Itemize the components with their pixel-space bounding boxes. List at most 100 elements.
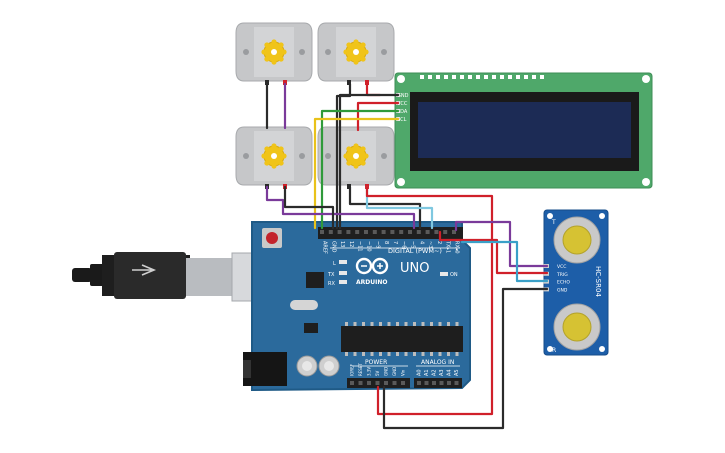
lcd-pin — [420, 75, 424, 79]
digital-pin[interactable] — [328, 230, 333, 234]
digital-pin[interactable] — [346, 230, 351, 234]
wire-lcd-sda — [320, 109, 400, 230]
digital-pin-label: 4 — [418, 241, 424, 244]
wire-lcd-gnd — [338, 93, 400, 230]
digital-pin[interactable] — [320, 230, 324, 234]
digital-pin[interactable] — [443, 230, 448, 234]
analog-pin[interactable] — [424, 381, 429, 385]
motor-terminal-negative[interactable] — [265, 80, 269, 85]
power-pin-label: 3.3V — [367, 367, 372, 376]
on-led-label: ON — [450, 272, 458, 278]
digital-pin-label: RX◂0 — [454, 241, 460, 254]
motor-bottom-left — [235, 126, 313, 189]
rx-led — [339, 280, 347, 284]
lcd-pin-label: GND — [397, 93, 409, 99]
motor-terminal-positive[interactable] — [283, 80, 287, 85]
lcd-pin — [508, 75, 512, 79]
power-pin[interactable] — [358, 381, 363, 385]
arduino-logo-icon — [355, 257, 389, 275]
l-led — [339, 260, 347, 264]
digital-pin-label: ~11 — [357, 241, 363, 252]
wire-br-black — [348, 185, 422, 230]
motor-terminal-negative[interactable] — [347, 80, 351, 85]
analog-pin[interactable] — [417, 381, 421, 385]
crystal — [290, 300, 318, 310]
wire-echo — [460, 240, 549, 283]
power-pin[interactable] — [401, 381, 405, 385]
digital-pin[interactable] — [372, 230, 377, 234]
digital-pin[interactable] — [364, 230, 368, 234]
wire-5v-red — [365, 185, 494, 416]
motor-terminal-negative[interactable] — [347, 184, 351, 189]
digital-pin-label: AREF — [322, 241, 328, 254]
wire-tr-red — [365, 82, 382, 97]
digital-pin[interactable] — [399, 230, 404, 234]
digital-pin[interactable] — [452, 230, 456, 234]
power-pin-label: GND — [384, 367, 389, 376]
wire-bl-purple — [265, 185, 416, 230]
analog-label: ANALOG IN — [421, 359, 454, 366]
digital-pin-label: GND — [330, 241, 336, 253]
tx-led-label: TX — [327, 272, 335, 278]
digital-pin[interactable] — [425, 230, 430, 234]
wire-lcd-vcc — [356, 101, 400, 132]
power-pin[interactable] — [392, 381, 397, 385]
digital-pin[interactable] — [381, 230, 386, 234]
lcd-pin — [460, 75, 464, 79]
l-led-label: L — [333, 261, 336, 267]
lcd-pin — [452, 75, 456, 79]
on-led — [440, 272, 448, 276]
power-pin[interactable] — [375, 381, 380, 385]
power-pin-label: RESET — [358, 363, 363, 376]
transmitter — [553, 216, 601, 264]
digital-pin-label: ~3 — [427, 241, 433, 248]
digital-pin-label: 12 — [348, 241, 354, 247]
analog-pin[interactable] — [432, 381, 436, 385]
sensor-pin-label: GND — [557, 287, 568, 293]
wires — [265, 82, 549, 430]
analog-pin[interactable] — [454, 381, 459, 385]
digital-pin[interactable] — [337, 230, 342, 234]
board-model: UNO — [400, 261, 429, 276]
lcd-pin — [500, 75, 504, 79]
lcd-pin — [492, 75, 496, 79]
digital-pin[interactable] — [416, 230, 421, 234]
digital-pin[interactable] — [408, 230, 412, 234]
power-pin[interactable] — [350, 381, 354, 385]
motor-terminal-positive[interactable] — [365, 80, 369, 85]
rx-led-label: RX — [328, 281, 335, 287]
power-pin-label: Vin — [401, 369, 406, 376]
t-label: T — [551, 219, 556, 226]
usb-symbol-icon — [132, 264, 157, 276]
lcd-pin — [468, 75, 472, 79]
sensor-pin-label: TRIG — [556, 272, 568, 278]
r-label: R — [552, 347, 556, 354]
motor-bottom-right — [317, 126, 395, 189]
digital-pin-label: ~6 — [401, 241, 407, 248]
analog-pin-label: A1 — [424, 369, 430, 376]
digital-pin-label: 8 — [383, 241, 389, 244]
usb-chip — [306, 272, 324, 288]
sensor-pin-label: ECHO — [557, 280, 570, 286]
analog-header — [414, 378, 462, 388]
analog-pin[interactable] — [439, 381, 444, 385]
lcd-pin-label: SCL — [397, 117, 407, 123]
digital-pin[interactable] — [355, 230, 360, 234]
power-pin[interactable] — [384, 381, 388, 385]
power-pin-label: IOREF — [350, 363, 355, 376]
analog-pin[interactable] — [447, 381, 451, 385]
digital-pin[interactable] — [390, 230, 395, 234]
regulator-chip — [304, 323, 318, 333]
digital-pin-label: 2 — [436, 241, 442, 244]
digital-pin[interactable] — [434, 230, 439, 234]
lcd-pin-label: VCC — [397, 101, 408, 107]
lcd-pin — [444, 75, 448, 79]
lcd-pin — [436, 75, 440, 79]
power-label: POWER — [365, 359, 387, 366]
lcd-pin — [516, 75, 520, 79]
power-pin[interactable] — [367, 381, 371, 385]
digital-pin-label: TX▸1 — [445, 240, 451, 253]
